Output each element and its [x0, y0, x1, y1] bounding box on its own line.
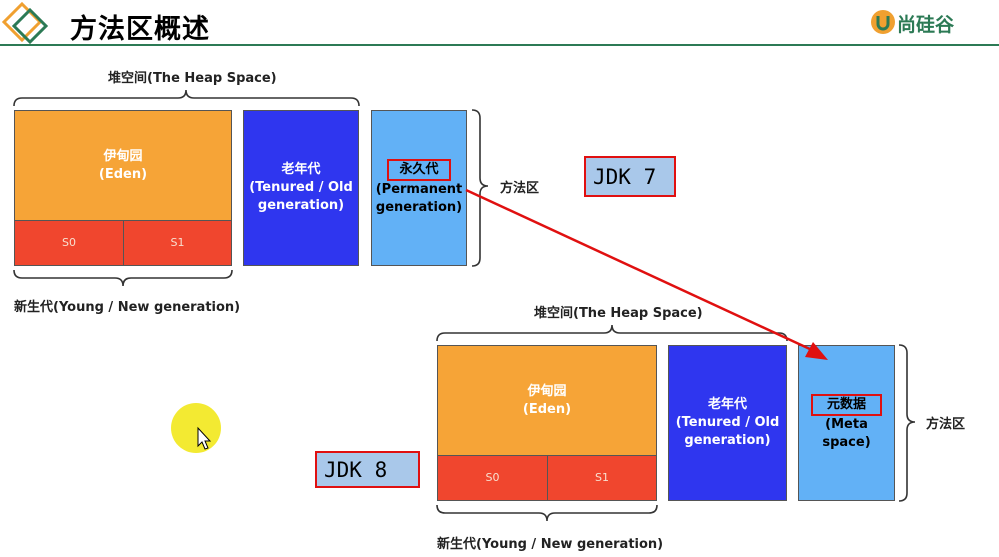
title-divider: [0, 44, 999, 46]
jdk8-meta-name: 元数据: [810, 394, 882, 416]
jdk7-old-name: 老年代: [281, 162, 321, 177]
jdk8-old-en1: (Tenured / Old: [675, 415, 780, 430]
cursor-icon: [197, 426, 212, 450]
jdk8-eden-name: 伊甸园: [527, 383, 567, 399]
jdk8-meta-box: 元数据 (Meta space): [798, 345, 895, 501]
jdk8-version-label: JDK 8: [315, 451, 420, 488]
jdk7-young-brace: [13, 269, 233, 287]
jdk8-young-brace: [436, 504, 658, 522]
jdk8-eden-en: (Eden): [522, 401, 572, 417]
jdk7-heap-brace: [13, 89, 360, 107]
jdk7-old-box: 老年代 (Tenured / Old generation): [243, 110, 359, 266]
cursor-highlight: [171, 403, 221, 453]
brand-logo-text: 尚硅谷: [897, 14, 955, 36]
jdk7-eden-name: 伊甸园: [103, 148, 143, 164]
title-bar: [0, 0, 999, 46]
jdk8-s0-label: S0: [485, 471, 500, 484]
jdk8-heap-brace: [436, 324, 788, 342]
jdk7-old-en1: (Tenured / Old: [249, 180, 353, 195]
jdk8-s0-box: S0: [437, 455, 548, 501]
jdk7-eden-en: (Eden): [98, 166, 148, 182]
jdk7-version-label: JDK 7: [584, 156, 676, 197]
jdk8-heap-label: 堆空间(The Heap Space): [534, 306, 703, 321]
jdk8-old-en2: generation): [684, 433, 771, 448]
brand-logo-icon: [871, 10, 895, 34]
jdk7-perm-en1: (Permanent: [375, 182, 463, 197]
jdk7-s0-label: S0: [62, 236, 76, 249]
jdk7-perm-name: 永久代: [387, 159, 451, 181]
jdk7-method-brace: [471, 109, 489, 267]
page-title: 方法区概述: [70, 14, 210, 45]
jdk8-method-brace: [898, 344, 916, 502]
jdk7-young-label: 新生代(Young / New generation): [14, 300, 241, 315]
diamond-logo-icon: [1, 1, 49, 45]
jdk7-perm-en2: generation): [375, 200, 463, 215]
jdk7-method-area-label: 方法区: [500, 181, 540, 196]
jdk7-old-en2: generation): [257, 198, 345, 213]
jdk8-young-label: 新生代(Young / New generation): [437, 537, 664, 552]
jdk7-eden-box: 伊甸园 (Eden): [14, 110, 232, 221]
jdk7-s0-box: S0: [14, 220, 124, 266]
migration-arrow-head: [805, 342, 828, 360]
jdk8-method-area-label: 方法区: [926, 417, 966, 432]
jdk7-perm-box: 永久代 (Permanent generation): [371, 110, 467, 266]
jdk8-old-box: 老年代 (Tenured / Old generation): [668, 345, 787, 501]
jdk7-heap-label: 堆空间(The Heap Space): [108, 71, 277, 86]
jdk8-s1-label: S1: [595, 471, 609, 484]
jdk8-s1-box: S1: [547, 455, 657, 501]
migration-arrow: [465, 188, 813, 352]
jdk7-s1-label: S1: [170, 236, 185, 249]
jdk7-s1-box: S1: [123, 220, 232, 266]
jdk8-old-name: 老年代: [707, 397, 747, 412]
jdk8-meta-en: (Meta space): [822, 417, 871, 450]
